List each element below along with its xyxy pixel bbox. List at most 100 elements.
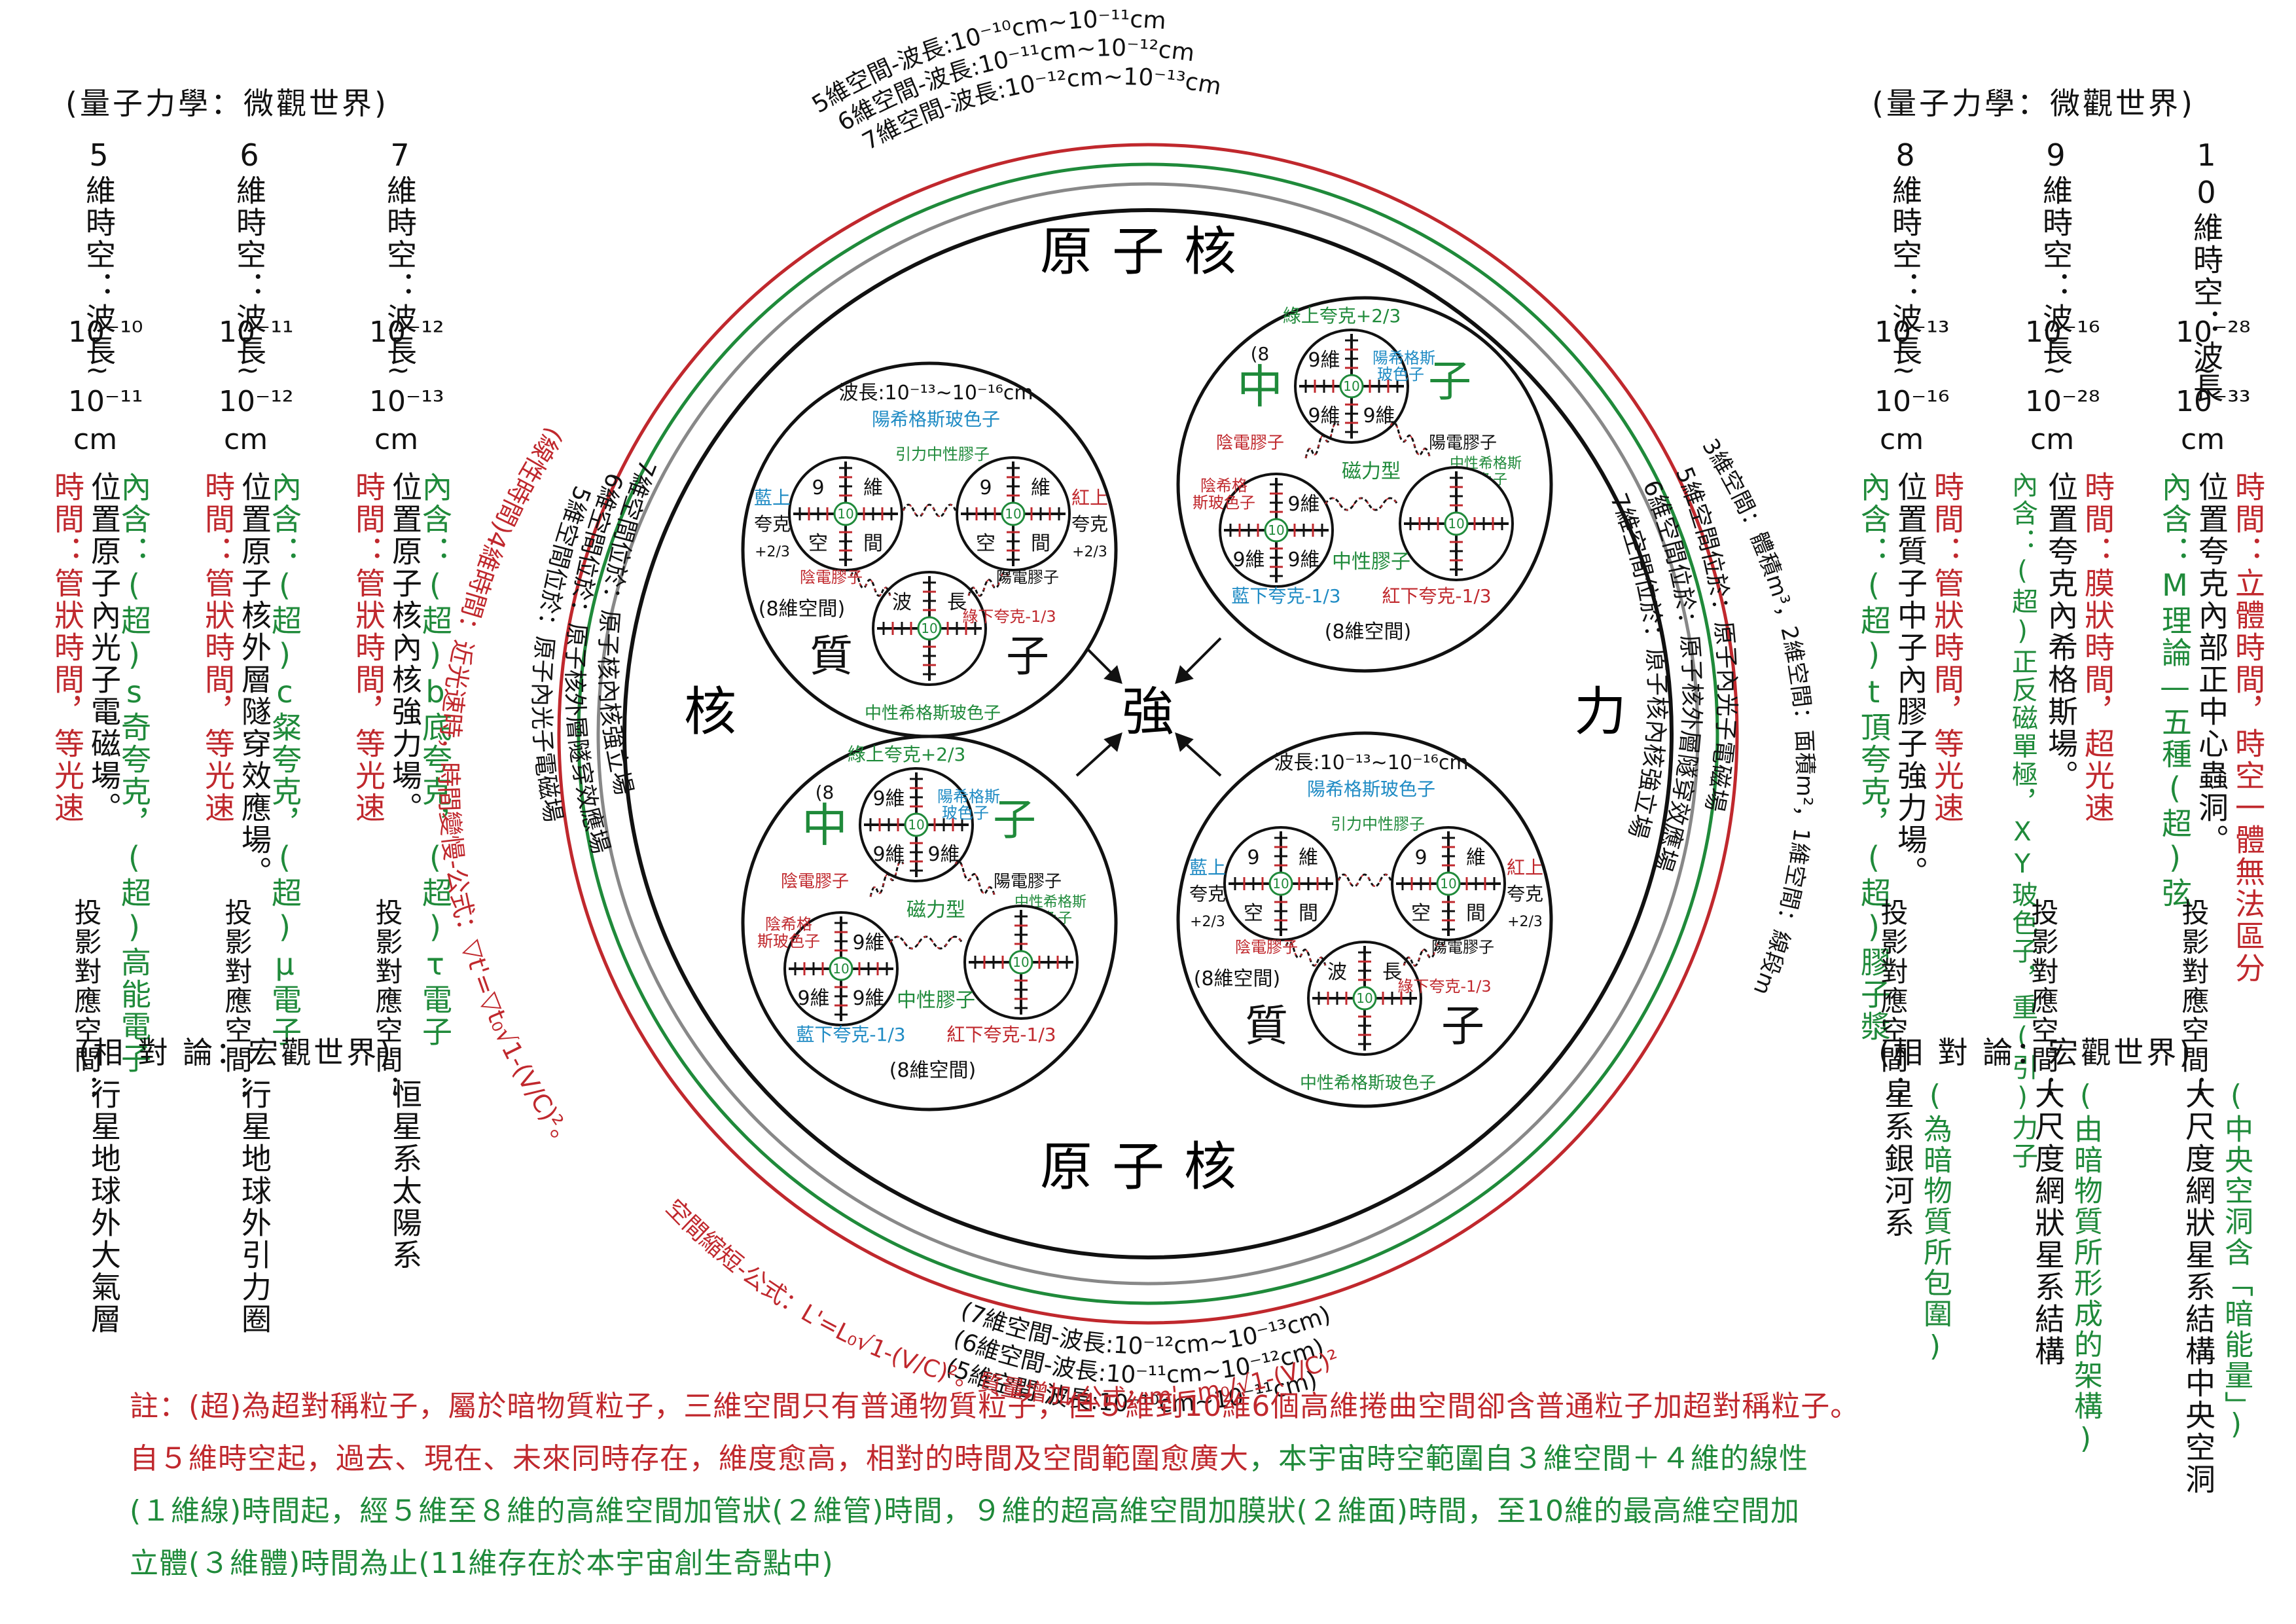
wavelength-from-left-1: 10⁻¹¹ [219,316,294,349]
neutron-top-right-neutral-gluon: 中性膠子 [1332,550,1410,573]
tilde-right-0: ~ [1892,353,1916,387]
proton-bottom-right-quark-left-br: 間 [1299,902,1318,925]
contents-left-2: 內含：(超)b底夸克，(超)τ電子 [418,471,453,1048]
proton-top-left-wave-right-red [968,571,1009,597]
proton-bottom-right-quark-bottom-core-label: 10 [1356,990,1372,1006]
proton-top-left-blue-up-3: +2/3 [755,544,790,560]
neutron-top-right-wave-mid-red [1325,497,1398,511]
unit-left-1: cm [224,423,268,456]
position-right-2: 位置夸克內部正中心蟲洞。 [2194,471,2229,856]
neutron-bottom-left-blue-down: 藍下夸克-1/3 [796,1024,905,1045]
proton-bottom-right-red-up-3: +2/3 [1507,914,1543,930]
proton-top-left-red-up-3: +2/3 [1072,544,1107,560]
neutron-bottom-left-red-down: 紅下夸克-1/3 [946,1024,1056,1045]
proton-top-left-quark-right-core [1001,501,1026,526]
footnote-line-4: 立體(３維體)時間為止(11維存在於本宇宙創生奇點中) [130,1547,834,1580]
proton-bottom-right-quark-left-tr: 維 [1299,846,1318,869]
projection-left-item-0: 行星地球外大氣層 [86,1079,122,1335]
contents-right-0: 內含：(超)t頂夸克，(超)膠子漿 [1856,471,1892,1043]
proton-bottom-right-quark-left-tl: 9 [1247,846,1259,869]
neutron-top-right-quark-left-core [1264,518,1289,543]
tilde-left-2: ~ [386,353,410,387]
unit-right-0: cm [1880,423,1924,456]
wavelength-from-right-1: 10⁻¹⁶ [2025,316,2100,349]
contents-left-0: 內含：(超)s奇夸克，(超)高能電子 [117,471,152,1075]
neutron-top-right-space8: (8維空間) [1325,621,1412,643]
proton-bottom-right-quark-left-bl: 空 [1244,902,1263,925]
proton-top-left-wave-left [850,571,891,597]
projection-label-right-2: 投影對應空間： [2178,898,2210,1104]
proton-bottom-right-quark-right-core-label: 10 [1440,876,1456,892]
proton-bottom-right-green-down: 綠下夸克-1/3 [1397,977,1491,996]
unit-left-0: cm [73,423,118,456]
proton-top-left-red-up-2: 夸克 [1071,513,1108,535]
neutron-top-right-higgs-yang-1: 陽希格斯 [1372,349,1435,367]
neutron-bottom-left-higgs-yang-2: 玻色子 [942,804,989,822]
proton-top-left-wave-top [902,503,957,518]
proton-bottom-right-quark-right-bl: 空 [1411,902,1431,925]
projection-right-note-1: (由暗物質所形成的架構) [2069,1079,2102,1457]
proton-bottom-right-gluon-neutral: 引力中性膠子 [1331,815,1425,833]
neutron-bottom-left-neg-higgs-2: 斯玻色子 [757,932,820,950]
footnote-line-2: 自５維時空起，過去、現在、未來同時存在，維度愈高，相對的時間及空間範圍愈廣大，本… [130,1442,1808,1475]
neutron-top-right-quark-left-core-label: 10 [1268,522,1284,538]
projection-left-item-1: 行星地球外引力圈 [237,1079,272,1335]
time-left-0: 時間：管狀時間，等光速 [50,471,85,824]
proton-bottom-right-wavelength: 波長:10⁻¹³~10⁻¹⁶cm [1274,751,1468,774]
wavelength-from-left-0: 10⁻¹⁰ [68,316,143,349]
right-top-header: (量子力學：微觀世界) [1872,86,2195,121]
nucleus-left-char: 核 [684,681,736,742]
neutron-bottom-left-quark-top-br: 9維 [927,843,960,866]
neutron-bottom-left-neutral-gluon: 中性膠子 [897,989,975,1012]
proton-top-left-space8: (8維空間) [759,598,846,621]
strong-force-char: 強 [1122,681,1174,742]
proton-bottom-right-quark-bottom-core [1352,986,1377,1011]
wavelength-from-right-0: 10⁻¹³ [1874,316,1950,349]
proton-top-left-quark-right-br: 間 [1031,532,1050,555]
dim-label-left-2: 7維時空：波長 [382,137,418,367]
wavelength-to-right-0: 10⁻¹⁶ [1874,385,1950,418]
tilde-right-2: ~ [2193,353,2217,387]
proton-top-left-blue-up-1: 藍上 [754,487,791,509]
proton-bottom-right-big1: 質 [1245,1001,1288,1051]
tilde-left-1: ~ [236,353,260,387]
proton-bottom-right-wave-top [1337,873,1392,888]
unit-left-2: cm [374,423,419,456]
proton-bottom-right-quark-right-core [1436,871,1461,896]
neutron-bottom-left-quark-top-core [904,812,929,837]
neutron-bottom-left-space8: (8維空間) [889,1059,977,1082]
neutron-bottom-left-quark-right: 10 [963,905,1079,1020]
proton-top-left-quark-left-tr: 維 [863,477,883,499]
neutron-bottom-left-quark-right-core [1009,950,1033,975]
neutron-top-right-quark-right-core [1444,511,1469,536]
footnote-line-3: (１維線)時間起，經５維至８維的高維空間加管狀(２維管)時間，９維的超高維空間加… [130,1494,1800,1528]
proton-top-left-higgs-yang: 陽希格斯玻色子 [872,408,1000,430]
proton-top-left-neg-gluon: 陰電膠子 [800,568,863,586]
proton-bottom-right-quark-left-core [1268,871,1293,896]
neutron-top-right-neg-higgs-2: 斯玻色子 [1193,494,1255,512]
wavelength-to-right-2: 10⁻³³ [2176,385,2251,418]
neutron-bottom-left-wave-right-red [955,860,996,897]
neutron-top-right-quark-left-bl: 9維 [1232,549,1265,571]
neutron-top-right-magnetic: 磁力型 [1342,460,1401,483]
proton-top-left-pos-gluon: 陽電膠子 [996,568,1059,586]
neutron-bottom-left-wave-right [954,859,996,897]
proton-top-left-quark-left-tl: 9 [812,477,824,499]
projection-label-right-1: 投影對應空間： [2027,898,2059,1104]
wavelength-from-left-2: 10⁻¹² [369,316,444,349]
neutron-top-right-quark-right-core-label: 10 [1448,516,1464,532]
proton-top-left-quark-bottom-tl: 波 [892,591,912,614]
proton-top-left-quark-left-br: 間 [863,532,883,555]
neutron-top-right-wave-right-red [1390,422,1431,459]
proton-bottom-right-red-up-2: 夸克 [1507,883,1543,905]
neutron-bottom-left-space8-open: (8 [816,782,834,803]
neutron-bottom-left-neg-gluon: 陰電膠子 [781,872,849,892]
neutron-bottom-left-quark-left-core-label: 10 [833,961,849,977]
proton-top-left-quark-bottom-tr: 長 [947,591,967,614]
